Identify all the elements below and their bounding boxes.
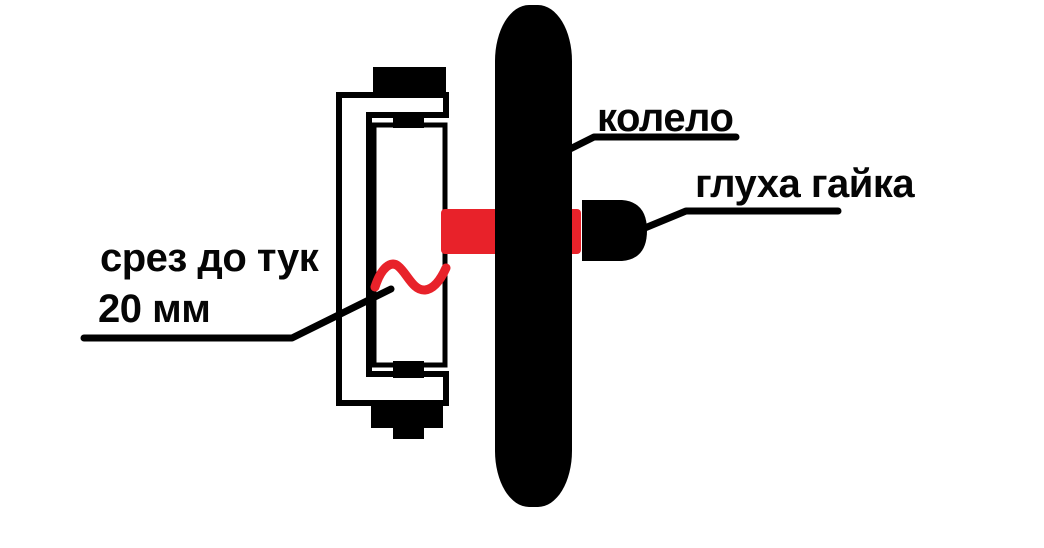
wheel-label: колело (597, 96, 733, 140)
bottom-clamp-tab (393, 361, 424, 378)
cut-note-line2: 20 мм (98, 287, 210, 331)
cap-nut-label: глуха гайка (695, 162, 915, 206)
top-clamp-tab (393, 115, 424, 128)
bottom-mount-block (371, 402, 443, 428)
cap-nut-leader-line (636, 207, 842, 234)
cut-note-line1: срез до тук (100, 236, 320, 280)
wheel-leader-line (562, 133, 740, 155)
cut-mark-squiggle (370, 259, 451, 295)
cap-nut-shape (582, 200, 647, 261)
wheel-shape (495, 5, 572, 507)
top-mount-block (373, 67, 446, 94)
inner-tube-outline (371, 122, 448, 368)
cut-note-leader-line (80, 285, 395, 342)
bottom-mount-stub (393, 428, 424, 439)
